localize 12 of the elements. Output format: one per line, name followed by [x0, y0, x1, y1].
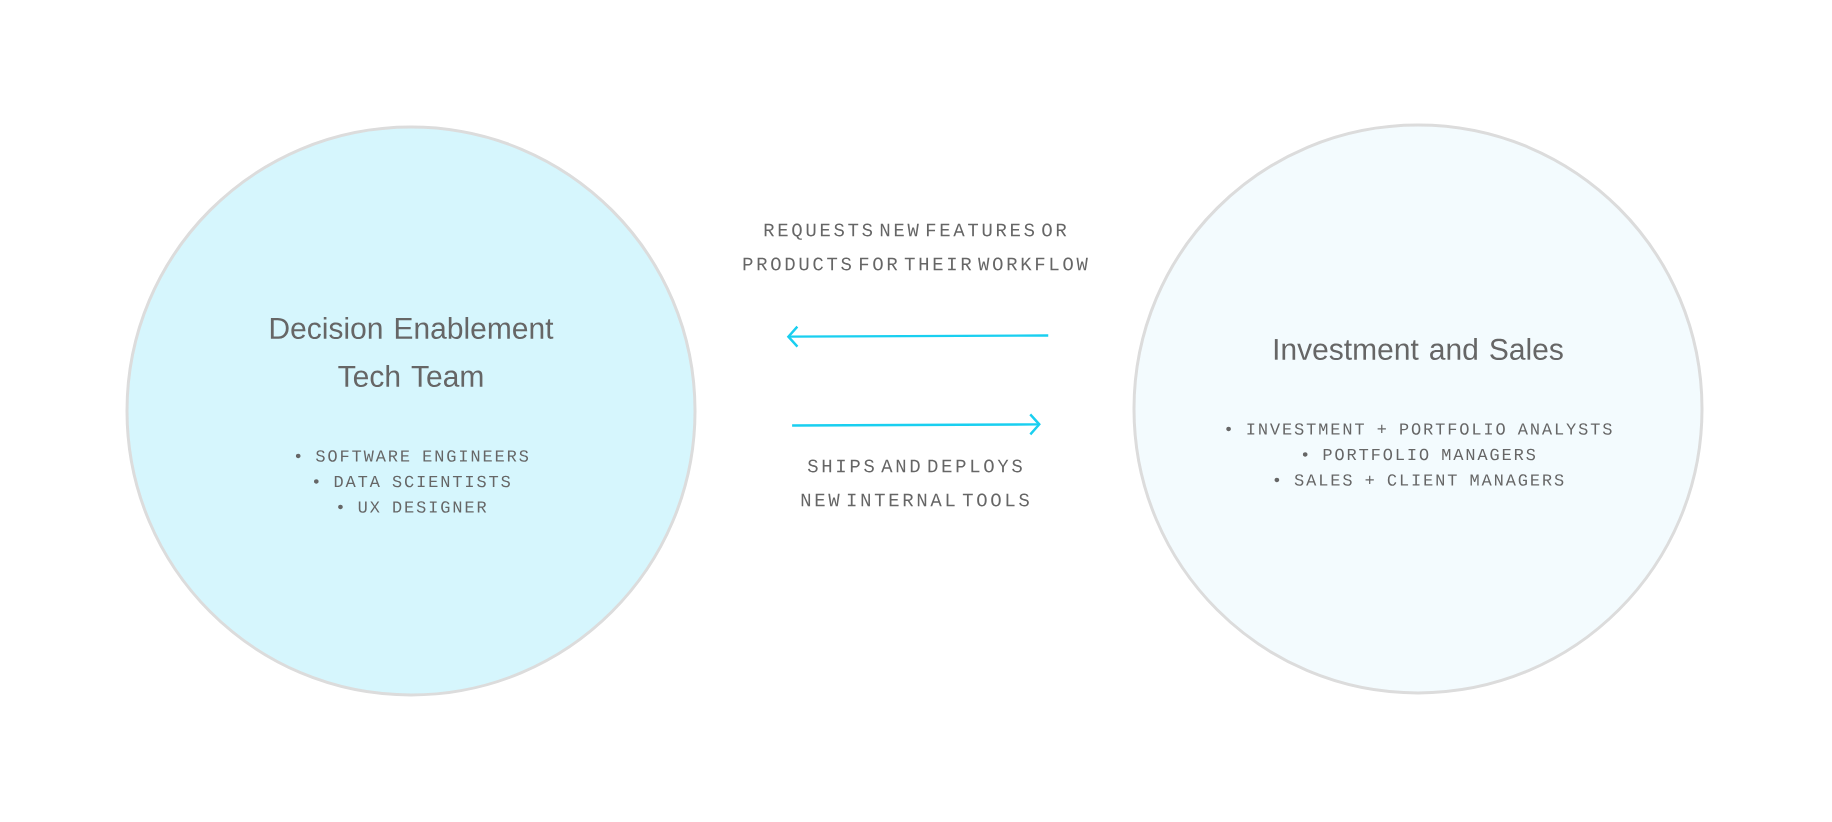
- list-item: • SOFTWARE ENGINEERS: [295, 450, 529, 462]
- arrow: [786, 325, 1049, 348]
- team-title: Investment and Sales: [1274, 337, 1563, 360]
- arrow: [792, 413, 1041, 436]
- list-item: • SALES + CLIENT MANAGERS: [1274, 474, 1564, 486]
- list-item: • PORTFOLIO MANAGERS: [1302, 448, 1536, 461]
- edge-label: SHIPS AND DEPLOYS NEW INTERNAL TOOLS: [801, 459, 1029, 507]
- edge-label: REQUESTS NEW FEATURES OR PRODUCTS FOR THEIR WORKFLOW: [743, 223, 1088, 271]
- list-item: • DATA SCIENTISTS: [314, 475, 510, 488]
- list-item: • UX DESIGNER: [338, 501, 487, 513]
- team-title: Decision Enablement Tech Team: [270, 316, 554, 387]
- list-item: • INVESTMENT + PORTFOLIO ANALYSTS: [1226, 423, 1612, 435]
